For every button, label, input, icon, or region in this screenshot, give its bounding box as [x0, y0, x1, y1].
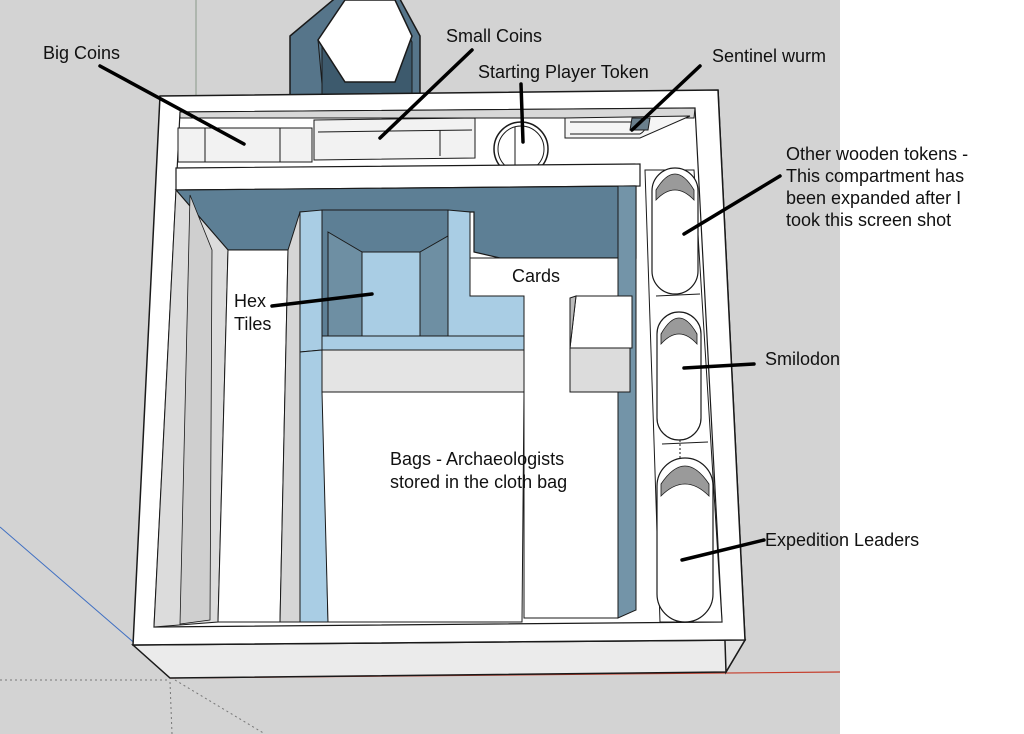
- leader-hex: [270, 292, 374, 308]
- box-front-face: [131, 639, 747, 679]
- leader-expedition: [680, 538, 766, 562]
- leader-other-tokens: [682, 174, 782, 236]
- label-hex-line1: Hex: [234, 291, 267, 311]
- leader-big-coins: [98, 64, 246, 146]
- leader-small-coins: [378, 48, 474, 140]
- hex-prism: [289, 0, 421, 97]
- label-smilodon: Smilodon: [765, 349, 841, 369]
- label-hex-line2: Tiles: [234, 314, 272, 334]
- label-sentinel-wurm: Sentinel wurm: [712, 46, 827, 66]
- hex-tiles-compartment: [299, 209, 525, 623]
- leader-sentinel: [630, 64, 702, 132]
- label-cards: Cards: [512, 266, 561, 286]
- label-big-coins: Big Coins: [43, 43, 121, 63]
- label-other-tokens-line3: been expanded after I: [786, 188, 962, 208]
- label-expedition-leaders: Expedition Leaders: [765, 530, 920, 550]
- leader-lines: [98, 48, 782, 562]
- cards-block: [569, 295, 633, 393]
- leader-starting-token: [519, 82, 525, 144]
- label-bags-line2: stored in the cloth bag: [390, 472, 568, 492]
- label-other-tokens-line4: took this screen shot: [786, 210, 952, 230]
- label-starting-player-token: Starting Player Token: [478, 62, 649, 82]
- dotted-guide-3: [169, 681, 173, 734]
- left-trough: [153, 188, 301, 628]
- slate-wall-right-face: [617, 185, 637, 619]
- leader-smilodon: [682, 362, 756, 370]
- label-other-tokens-line2: This compartment has: [786, 166, 965, 186]
- cross-strip: [175, 163, 641, 191]
- label-small-coins: Small Coins: [446, 26, 543, 46]
- label-other-tokens-line1: Other wooden tokens -: [786, 144, 969, 164]
- label-bags-line1: Bags - Archaeologists: [390, 449, 565, 469]
- right-column: [644, 167, 723, 623]
